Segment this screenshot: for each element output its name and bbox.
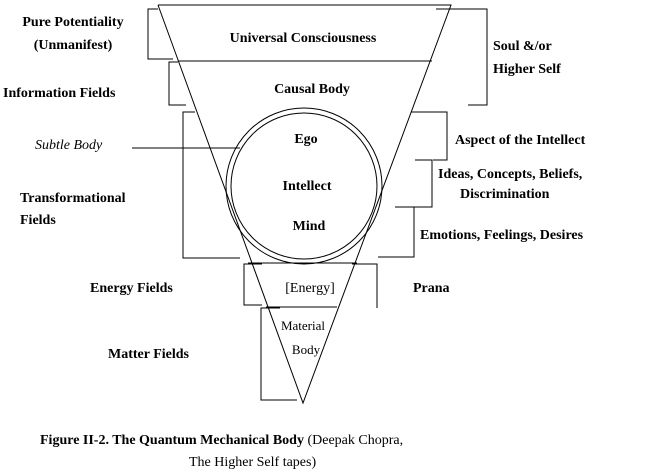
label-causal-body: Causal Body xyxy=(274,82,350,97)
subtle-body-inner-circle xyxy=(230,112,378,260)
label-energy: [Energy] xyxy=(285,281,335,296)
bracket-intellect xyxy=(395,159,433,208)
label-aspect-of-intellect: Aspect of the Intellect xyxy=(455,133,586,148)
bracket-matter xyxy=(260,307,297,401)
label-subtle-body: Subtle Body xyxy=(35,138,103,153)
label-information-fields: Information Fields xyxy=(3,86,116,101)
label-universal-consciousness: Universal Consciousness xyxy=(230,31,377,46)
label-unmanifest: (Unmanifest) xyxy=(34,38,113,53)
bracket-transformational xyxy=(182,111,240,259)
label-transformational: Transformational xyxy=(20,191,126,206)
label-energy-fields: Energy Fields xyxy=(90,281,173,296)
label-emotions-feelings-desires: Emotions, Feelings, Desires xyxy=(420,228,584,243)
bracket-mind xyxy=(378,206,415,258)
bracket-information-fields xyxy=(168,61,186,106)
figure-caption-line-2: The Higher Self tapes) xyxy=(189,455,316,470)
label-material: Material xyxy=(281,318,325,333)
bracket-soul xyxy=(436,8,488,106)
label-fields: Fields xyxy=(20,213,56,228)
label-soul: Soul &/or xyxy=(493,39,552,54)
caption-bold: Figure II-2. The Quantum Mechanical Body xyxy=(40,433,304,448)
label-discrimination: Discrimination xyxy=(460,187,550,202)
label-mind: Mind xyxy=(293,219,326,234)
label-prana: Prana xyxy=(413,281,450,296)
label-intellect: Intellect xyxy=(283,179,332,194)
caption-source: (Deepak Chopra, xyxy=(304,433,403,448)
label-higher-self: Higher Self xyxy=(493,62,561,77)
label-ego: Ego xyxy=(294,132,317,147)
label-matter-fields: Matter Fields xyxy=(108,347,190,362)
label-pure-potentiality: Pure Potentiality xyxy=(22,15,123,30)
subtle-body-outer-circle xyxy=(225,107,383,265)
inverted-triangle xyxy=(157,4,452,405)
bracket-energy-left xyxy=(243,263,262,306)
figure-caption-line-1: Figure II-2. The Quantum Mechanical Body… xyxy=(40,433,403,448)
label-body: Body xyxy=(292,342,321,357)
bracket-pure-potentiality xyxy=(147,8,173,60)
label-ideas-concepts-beliefs: Ideas, Concepts, Beliefs, xyxy=(438,167,582,182)
bracket-energy-right xyxy=(352,263,378,308)
bracket-ego xyxy=(411,111,448,161)
